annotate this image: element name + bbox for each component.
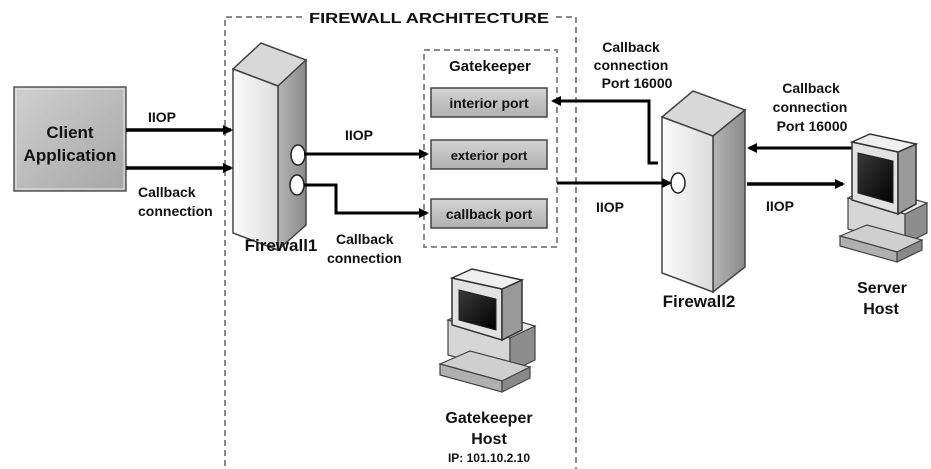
server-callback-label-1: Callback (782, 80, 840, 96)
gatekeeper-host-label-1: Gatekeeper (445, 410, 532, 427)
gatekeeper-boundary (423, 49, 558, 248)
firewall1-label: Firewall1 (245, 236, 318, 255)
architecture-title: FIREWALL ARCHITECTURE (309, 10, 549, 27)
firewall2-server-links: Callback connection Port 16000 IIOP (747, 80, 853, 214)
gatekeeper-group: Gatekeeper interior port exterior port c… (423, 49, 558, 248)
firewall1-iiop-port (290, 144, 306, 166)
gatekeeper-computer-icon (438, 268, 537, 393)
firewall2-label: Firewall2 (663, 292, 736, 311)
client-label-line1: Client (46, 123, 94, 142)
gatekeeper-title: Gatekeeper (449, 58, 531, 75)
client-callback-label-2: connection (138, 203, 213, 219)
server-host-label-2: Host (863, 301, 899, 318)
fw1-gate-iiop-label: IIOP (345, 127, 373, 143)
firewall1-gatekeeper-links: IIOP Callback connection (304, 127, 429, 266)
client-label-line2: Application (24, 146, 117, 165)
exterior-port-label: exterior port (451, 148, 528, 163)
fw2-callback-label-2: connection (594, 57, 669, 73)
firewall-architecture-boundary: FIREWALL ARCHITECTURE (224, 10, 577, 469)
fw1-gate-callback-label-2: connection (327, 250, 402, 266)
server-computer-icon (838, 133, 929, 263)
interior-port-box (430, 87, 548, 118)
firewall2: Firewall2 (660, 90, 747, 311)
gatekeeper-host-label-2: Host (471, 431, 507, 448)
gatekeeper-host-computer: Gatekeeper Host IP: 101.10.2.10 (438, 268, 537, 465)
callback-port-box (430, 198, 548, 229)
client-application-box: Client Application (13, 86, 127, 192)
gatekeeper-firewall2-links: Callback connection Port 16000 IIOP (551, 39, 673, 215)
interior-port-label: interior port (449, 95, 529, 111)
gate-fw2-iiop-label: IIOP (596, 199, 624, 215)
gatekeeper-host-ip: IP: 101.10.2.10 (448, 451, 530, 465)
firewall1: Firewall1 (231, 42, 318, 255)
fw2-callback-label-1: Callback (602, 39, 660, 55)
client-callback-label-1: Callback (138, 184, 196, 200)
server-callback-label-2: connection (773, 99, 848, 115)
fw2-server-iiop-label: IIOP (766, 198, 794, 214)
callback-port-label: callback port (446, 206, 533, 222)
server-callback-label-3: Port 16000 (777, 118, 848, 134)
client-firewall1-links: IIOP Callback connection (126, 109, 233, 219)
fw2-callback-label-3: Port 16000 (602, 75, 673, 91)
firewall1-callback-port (289, 174, 305, 196)
client-iiop-label: IIOP (148, 109, 176, 125)
firewall2-port (670, 172, 686, 194)
server-host-label-1: Server (857, 280, 907, 297)
fw1-gate-callback-label-1: Callback (336, 231, 394, 247)
server-host-computer: Server Host (838, 133, 929, 318)
exterior-port-box (430, 139, 548, 170)
